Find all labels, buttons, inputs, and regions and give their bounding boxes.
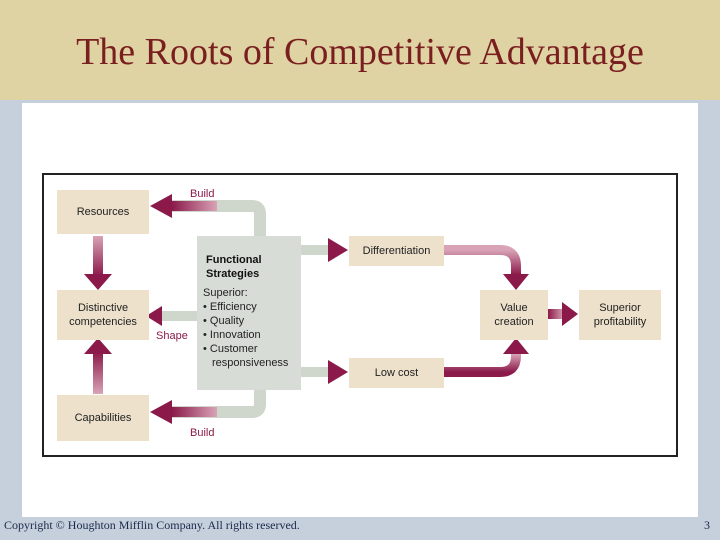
- fs-superior-label: Superior:: [203, 287, 248, 299]
- differentiation-label: Differentiation: [362, 245, 431, 257]
- diff-to-value-arrowhead: [503, 274, 529, 290]
- diff-to-value-arrow: [444, 245, 521, 275]
- capabilities-box: Capabilities: [57, 395, 149, 441]
- fs-item: • Innovation: [203, 329, 261, 341]
- distinctive-label-line1: Distinctive: [77, 302, 129, 314]
- resources-box: Resources: [57, 190, 149, 234]
- superior-label-line1: Superior: [599, 302, 641, 314]
- value-label-line1: Value: [500, 302, 528, 314]
- fs-item: • Customer: [203, 343, 258, 355]
- fs-item: • Efficiency: [203, 301, 257, 313]
- value-creation-box: Value creation: [480, 290, 548, 340]
- build-bottom-arrow: [170, 390, 266, 418]
- lowcost-to-value-arrowhead: [503, 338, 529, 354]
- lowcost-to-value-arrow: [444, 354, 521, 377]
- functional-strategies-title: Functional Strategies: [206, 253, 296, 281]
- low-cost-box: Low cost: [349, 358, 444, 388]
- to-lowcost-shaft: [301, 367, 329, 377]
- build-top-label: Build: [190, 188, 215, 200]
- superior-profitability-box: Superior profitability: [579, 290, 661, 340]
- shape-shaft: [162, 311, 197, 321]
- value-to-profit-arrowhead: [562, 302, 578, 326]
- functional-strategies-list: Superior: • Efficiency • Quality • Innov…: [203, 286, 299, 370]
- shape-arrowhead: [146, 306, 162, 326]
- build-top-shaft: [172, 201, 217, 211]
- functional-strategies-box: [197, 236, 301, 390]
- fs-item: responsiveness: [212, 357, 289, 369]
- fs-title-line2: Strategies: [206, 268, 260, 280]
- differentiation-box: Differentiation: [349, 236, 444, 266]
- superior-label-line2: profitability: [593, 316, 647, 328]
- build-bottom-arrowhead: [150, 400, 172, 424]
- resources-label: Resources: [76, 206, 130, 218]
- to-differentiation-shaft: [301, 245, 329, 255]
- capabilities-up-shaft: [93, 352, 103, 394]
- to-lowcost-arrowhead: [328, 360, 348, 384]
- capabilities-label: Capabilities: [74, 412, 132, 424]
- shape-label: Shape: [156, 330, 188, 342]
- slide-title: The Roots of Competitive Advantage: [76, 31, 644, 73]
- build-top-arrow: [170, 200, 266, 236]
- resources-down-shaft: [93, 236, 103, 276]
- low-cost-label: Low cost: [374, 367, 419, 379]
- resources-down-arrowhead: [84, 274, 112, 290]
- capabilities-up-arrowhead: [84, 338, 112, 354]
- value-label-line2: creation: [494, 316, 534, 328]
- to-differentiation-arrowhead: [328, 238, 348, 262]
- distinctive-label-line2: competencies: [69, 316, 137, 328]
- value-to-profit-shaft: [548, 309, 564, 319]
- build-bottom-label: Build: [190, 427, 215, 439]
- build-bottom-shaft: [172, 407, 217, 417]
- fs-items: • Efficiency • Quality • Innovation • Cu…: [203, 300, 299, 370]
- page-number: 3: [704, 518, 710, 532]
- copyright-footer: Copyright © Houghton Mifflin Company. Al…: [4, 518, 300, 532]
- fs-title-line1: Functional: [206, 254, 262, 266]
- distinctive-competencies-box: Distinctive competencies: [57, 290, 149, 340]
- fs-item: • Quality: [203, 315, 245, 327]
- build-top-arrowhead: [150, 194, 172, 218]
